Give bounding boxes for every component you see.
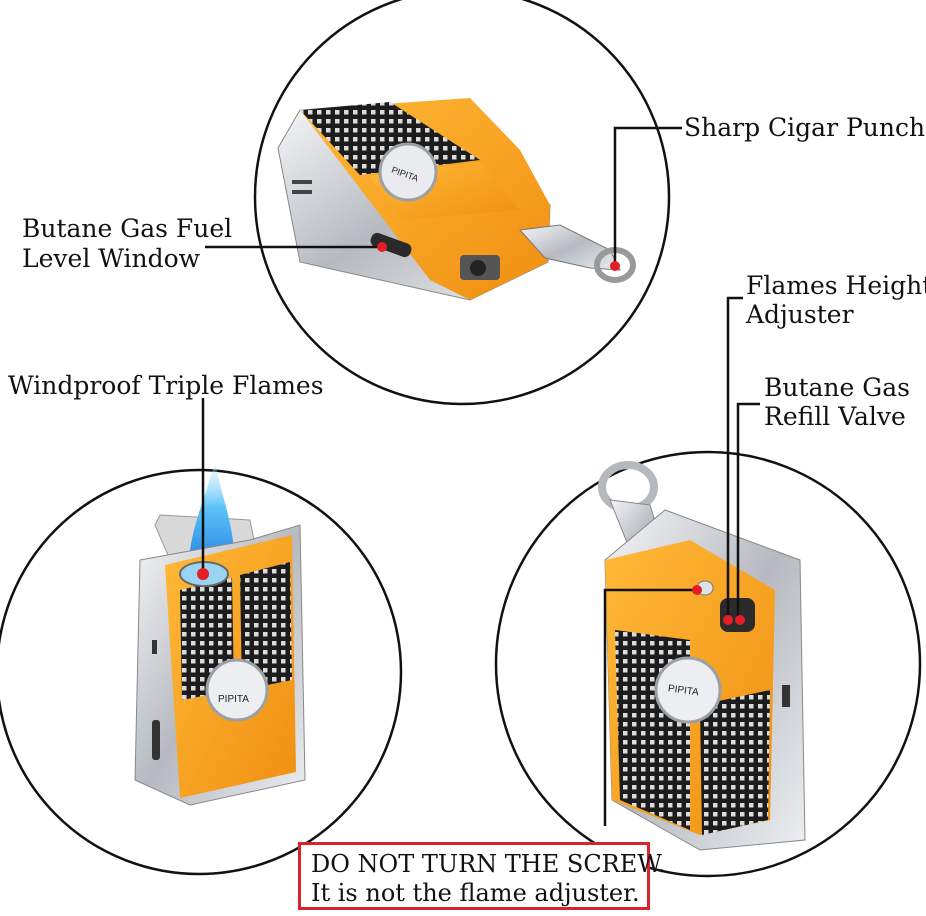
top-view-circle: [253, 0, 671, 406]
label-fuel-window-line2: Level Window: [22, 244, 201, 273]
top-lighter-image: PIPITA: [277, 98, 636, 301]
back-lighter-image: PIPITA: [598, 461, 806, 851]
back-logo-text: PIPITA: [667, 683, 699, 698]
label-cigar-punch: Sharp Cigar Punch: [684, 113, 926, 142]
label-flames-height-line2: Adjuster: [746, 300, 854, 329]
label-refill-valve-line2: Refill Valve: [764, 402, 906, 431]
top-fuel-window: [370, 232, 412, 258]
front-view-circle: [0, 468, 403, 876]
marker-refill-valve: [735, 615, 745, 625]
front-logo-text: PIPITA: [218, 694, 249, 705]
front-logo-medallion: [205, 658, 269, 722]
marker-screw: [692, 585, 702, 595]
red-markers: [197, 242, 745, 625]
label-flames-height-line1: Flames Height: [746, 271, 926, 300]
warning-line1: DO NOT TURN THE SCREW.: [311, 850, 666, 878]
warning-box: DO NOT TURN THE SCREW. It is not the fla…: [298, 842, 666, 910]
warning-line2: It is not the flame adjuster.: [311, 879, 640, 907]
back-logo-medallion: [654, 656, 722, 724]
marker-cigar-punch: [610, 261, 620, 271]
label-triple-flames: Windproof Triple Flames: [8, 371, 324, 400]
label-refill-valve-line1: Butane Gas: [764, 373, 910, 402]
marker-fuel-window: [377, 242, 387, 252]
front-lighter-image: PIPITA: [134, 462, 306, 806]
leader-lines: [201, 126, 760, 826]
top-logo-medallion: [378, 142, 438, 202]
marker-triple-flames: [197, 568, 209, 580]
label-fuel-window-line1: Butane Gas Fuel: [22, 214, 233, 243]
back-view-circle: [494, 450, 922, 878]
marker-flames-height: [723, 615, 733, 625]
